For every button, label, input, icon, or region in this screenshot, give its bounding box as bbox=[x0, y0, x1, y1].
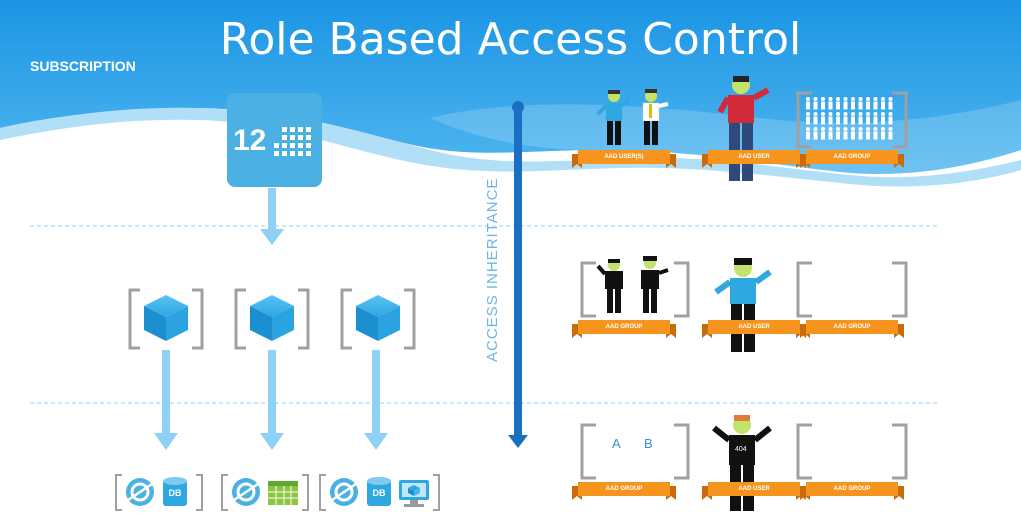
aad-banner-label: AAD USER bbox=[738, 154, 770, 160]
person-icon bbox=[806, 97, 893, 140]
aad-banner-label: AAD GROUP bbox=[605, 324, 643, 330]
aad-banner-label: AAD GROUP bbox=[833, 486, 871, 492]
aad-banner: AAD GROUP bbox=[572, 320, 676, 338]
aad-banner-label: AAD GROUP bbox=[833, 324, 871, 330]
virtual-machine-icon bbox=[399, 480, 429, 507]
inheritance-arrow bbox=[508, 101, 528, 448]
db-label: DB bbox=[168, 488, 182, 498]
aad-banner: AAD GROUP bbox=[800, 150, 904, 168]
aad-banner: AAD GROUP bbox=[800, 320, 904, 338]
aad-banner-label: AAD GROUP bbox=[833, 154, 871, 160]
aad-banner-label: AAD USER bbox=[738, 486, 770, 492]
aad-banner: AAD USER(S) bbox=[572, 150, 676, 168]
scope-label: SUBSCRIPTION bbox=[30, 58, 136, 74]
aad-banner: AAD USER bbox=[702, 482, 806, 500]
aad-banner-label: AAD USER bbox=[738, 324, 770, 330]
resource-group-icon bbox=[128, 288, 416, 350]
aad-banner: AAD USER bbox=[702, 150, 806, 168]
group-member-a: A bbox=[612, 436, 621, 451]
aad-banner: AAD GROUP bbox=[572, 482, 676, 500]
axis-label: ACCESS INHERITANCE bbox=[484, 177, 501, 362]
database-icon bbox=[163, 477, 391, 506]
resource-bracket bbox=[115, 474, 440, 511]
db-label: DB bbox=[372, 488, 386, 498]
aad-banner: AAD GROUP bbox=[800, 482, 904, 500]
subscription-icon bbox=[227, 93, 322, 187]
group-member-b: B bbox=[644, 436, 653, 451]
aad-banner: AAD USER bbox=[702, 320, 806, 338]
aad-group-bracket bbox=[580, 91, 908, 480]
subscription-number: 12 bbox=[233, 124, 267, 157]
aad-banner-label: AAD USER(S) bbox=[604, 154, 644, 160]
arrow-icon bbox=[154, 188, 388, 450]
table-icon bbox=[268, 481, 298, 505]
access-inheritance-label: ACCESS INHERITANCE bbox=[484, 178, 501, 362]
page-title: Role Based Access Control bbox=[219, 14, 802, 65]
website-icon bbox=[126, 478, 358, 506]
aad-banner-label: AAD GROUP bbox=[605, 486, 643, 492]
shirt-number: 404 bbox=[735, 446, 747, 453]
